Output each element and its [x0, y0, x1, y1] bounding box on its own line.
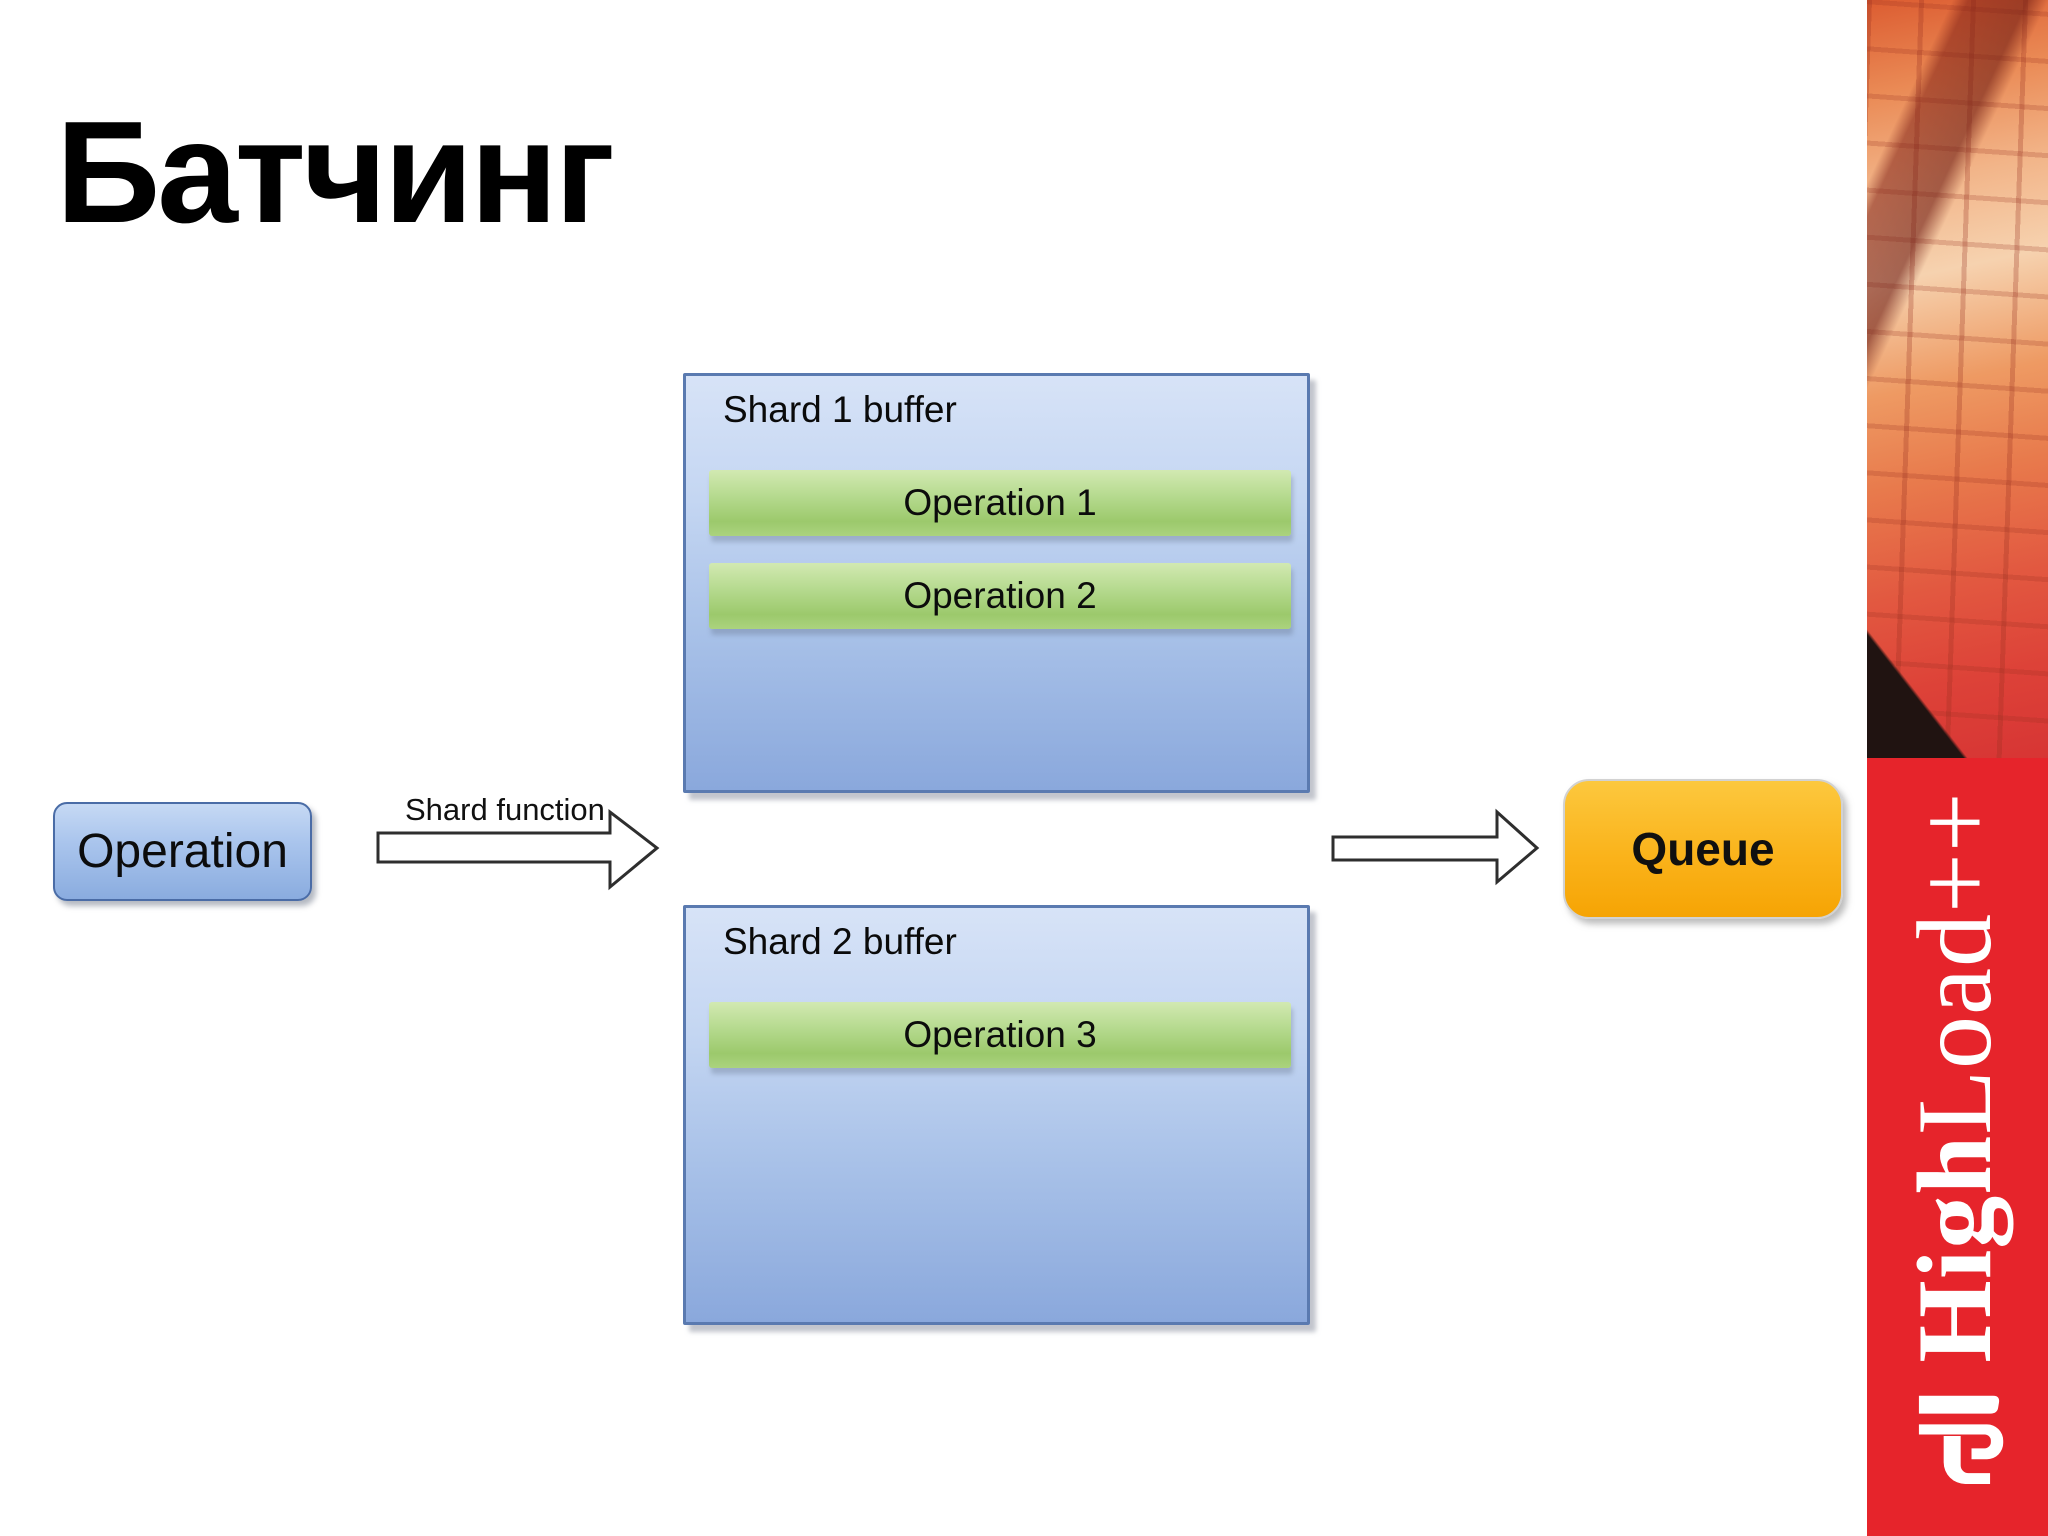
queue-arrow-icon	[1331, 808, 1540, 886]
operation-bar-label: Operation 1	[903, 482, 1097, 523]
brand-load: Load	[1896, 912, 2013, 1135]
highload-brand: HighLoad++	[1896, 791, 2013, 1362]
sidebar: HighLoad++	[1867, 0, 2048, 1536]
shard-function-arrow-icon	[376, 808, 660, 891]
operation-box-label: Operation	[77, 825, 288, 878]
operation-bar: Operation 1	[709, 470, 1291, 536]
building-photo	[1867, 0, 2048, 758]
shard2-buffer-box: Shard 2 buffer Operation 3	[683, 905, 1310, 1325]
operation-bar: Operation 2	[709, 563, 1291, 629]
page-title: Батчинг	[56, 91, 615, 253]
operation-bar-label: Operation 2	[903, 575, 1097, 616]
queue-box: Queue	[1563, 779, 1843, 919]
shard1-buffer-title: Shard 1 buffer	[723, 389, 957, 430]
brand-high: High	[1896, 1134, 2013, 1363]
shard2-buffer-title: Shard 2 buffer	[723, 921, 957, 962]
operation-bar: Operation 3	[709, 1002, 1291, 1068]
highload-logo-icon	[1918, 1395, 2004, 1484]
shard1-buffer-box: Shard 1 buffer Operation 1 Operation 2	[683, 373, 1310, 793]
queue-label: Queue	[1631, 823, 1775, 875]
operation-box: Operation	[53, 802, 312, 901]
shard-function-label: Shard function	[405, 792, 605, 827]
operation-bar-label: Operation 3	[903, 1014, 1097, 1055]
brand-plus: ++	[1896, 791, 2013, 913]
